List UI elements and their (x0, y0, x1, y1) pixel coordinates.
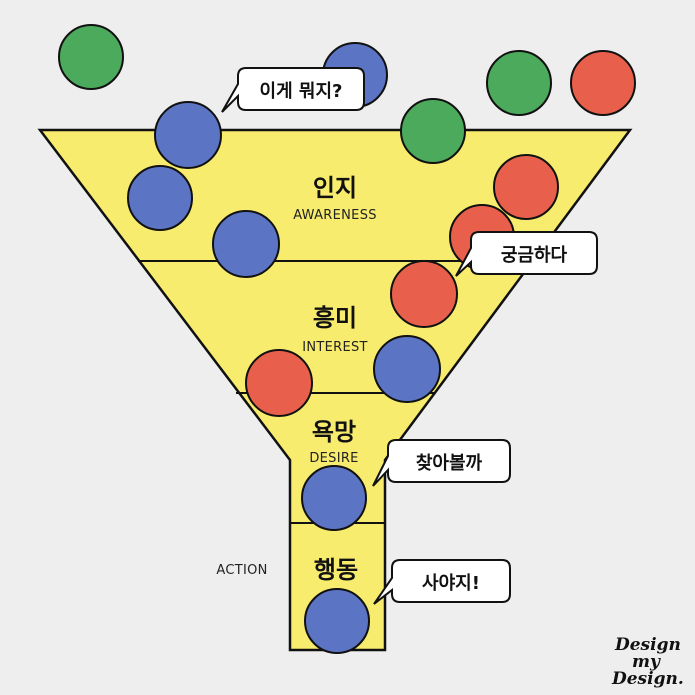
speech-bubble-4: 사야지! (373, 559, 511, 605)
ball-blue-interest-right (373, 335, 441, 403)
ball-red-interest-right (390, 260, 458, 328)
ball-green-rim (400, 98, 466, 164)
speech-bubble-3-text: 찾아볼까 (416, 453, 483, 474)
ball-blue-rim (154, 101, 222, 169)
stage-interest-ko: 흥미 (313, 304, 357, 332)
ball-red-top-right (570, 50, 636, 116)
speech-bubble-1: 이게 뭐지? (221, 67, 365, 113)
ball-blue-awareness-left (127, 165, 193, 231)
ball-blue-action (304, 588, 370, 654)
logo-line-1: Design (614, 635, 681, 655)
logo-line-3: Design. (611, 669, 684, 689)
ball-blue-desire (301, 465, 367, 531)
ball-red-awareness-right (493, 154, 559, 220)
logo-line-2: my (632, 652, 661, 672)
speech-bubble-4-text: 사야지! (422, 573, 480, 594)
speech-bubble-3: 찾아볼까 (372, 439, 511, 487)
stage-desire-en: DESIRE (309, 451, 358, 466)
ball-red-interest-left (245, 349, 313, 417)
stage-awareness-ko: 인지 (313, 174, 357, 202)
stage-desire-ko: 욕망 (312, 418, 356, 446)
ball-green-top-right (486, 50, 552, 116)
stage-action-en: ACTION (216, 563, 267, 578)
ball-blue-awareness-center (212, 210, 280, 278)
stage-awareness-en: AWARENESS (293, 208, 377, 223)
ball-green-top-left (58, 24, 124, 90)
speech-bubble-2-text: 궁금하다 (501, 245, 568, 266)
design-my-design-logo: Design my Design. (611, 635, 684, 689)
speech-bubble-2: 궁금하다 (455, 231, 598, 277)
stage-interest-en: INTEREST (302, 340, 368, 355)
stage-action-ko: 행동 (314, 556, 358, 584)
speech-bubble-1-text: 이게 뭐지? (260, 81, 343, 102)
